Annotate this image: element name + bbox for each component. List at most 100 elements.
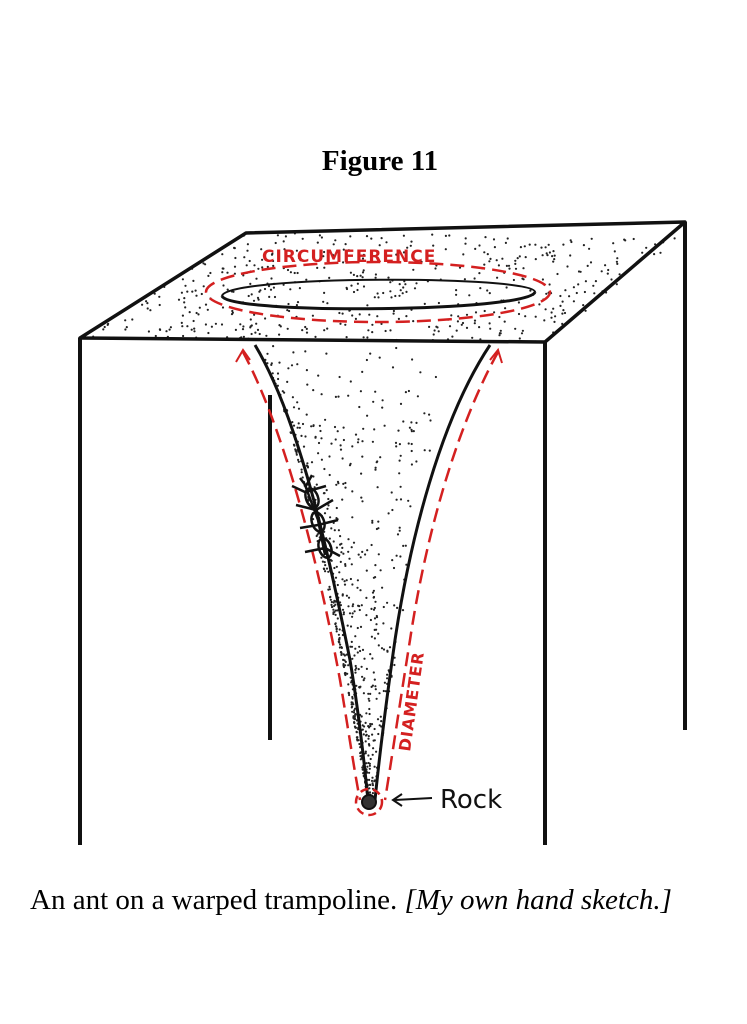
stipple-dot: [372, 739, 375, 742]
stipple-dot: [615, 283, 618, 286]
stipple-dot: [314, 435, 317, 438]
stipple-dot: [242, 274, 245, 277]
stipple-dot: [514, 259, 517, 262]
stipple-dot: [514, 327, 517, 330]
stipple-dot: [347, 249, 350, 252]
stipple-dot: [399, 289, 402, 292]
stipple-dot: [365, 596, 368, 600]
stipple-dot: [339, 643, 342, 646]
stipple-dot: [348, 557, 351, 560]
stipple-dot: [375, 623, 378, 626]
stipple-dot: [253, 264, 256, 267]
stipple-dot: [301, 329, 304, 332]
stipple-dot: [398, 459, 401, 462]
stipple-dot: [381, 406, 384, 409]
stipple-dot: [326, 507, 329, 510]
stipple-dot: [356, 288, 359, 292]
stipple-dot: [296, 301, 300, 304]
stipple-dot: [362, 269, 365, 272]
stipple-dot: [497, 264, 500, 267]
stipple-dot: [524, 256, 527, 259]
stipple-dot: [339, 604, 342, 607]
stipple-dot: [562, 243, 565, 246]
stipple-dot: [256, 296, 260, 299]
stipple-dot: [365, 358, 368, 362]
stipple-dot: [351, 710, 354, 713]
stipple-dot: [425, 257, 428, 260]
stipple-dot: [261, 266, 264, 269]
stipple-dot: [242, 325, 245, 328]
stipple-dot: [361, 648, 365, 652]
stipple-dot: [465, 326, 469, 329]
stipple-dot: [423, 449, 426, 452]
stipple-dot: [283, 391, 286, 394]
stipple-dot: [372, 595, 376, 599]
stipple-dot: [333, 604, 336, 608]
stipple-dot: [559, 304, 562, 307]
stipple-dot: [543, 319, 546, 322]
stipple-dot: [391, 366, 395, 369]
stipple-dot: [269, 288, 273, 291]
stipple-dot: [335, 628, 338, 631]
stipple-dot: [318, 234, 321, 237]
stipple-dot: [268, 295, 271, 298]
stipple-dot: [386, 649, 389, 652]
stipple-dot: [478, 272, 481, 275]
stipple-dot: [423, 412, 426, 415]
stipple-dot: [519, 246, 523, 249]
stipple-dot: [342, 663, 345, 666]
stipple-dot: [352, 273, 355, 276]
stipple-dot: [169, 326, 172, 329]
stipple-dot: [370, 635, 373, 638]
stipple-dot: [342, 664, 345, 667]
stipple-dot: [352, 711, 356, 714]
stipple-dot: [361, 550, 364, 554]
stipple-dot: [310, 461, 314, 464]
stipple-dot: [673, 237, 676, 240]
stipple-dot: [270, 277, 273, 280]
stipple-dot: [292, 406, 296, 409]
stipple-dot: [538, 303, 541, 306]
stipple-dot: [103, 325, 106, 329]
stipple-dot: [317, 452, 320, 455]
stipple-dot: [357, 739, 360, 742]
stipple-dot: [344, 672, 347, 675]
stipple-dot: [315, 483, 318, 486]
stipple-dot: [373, 296, 376, 299]
stipple-dot: [329, 516, 332, 519]
stipple-dot: [382, 622, 385, 625]
stipple-dot: [283, 248, 286, 251]
stipple-dot: [364, 553, 367, 556]
stipple-dot: [131, 318, 134, 321]
stipple-dot: [191, 290, 194, 293]
stipple-dot: [517, 312, 521, 316]
stipple-dot: [590, 237, 593, 240]
stipple-dot: [653, 253, 656, 256]
stipple-dot: [277, 377, 280, 381]
stipple-dot: [607, 268, 610, 272]
stipple-dot: [367, 692, 370, 695]
stipple-dot: [327, 504, 330, 507]
stipple-dot: [508, 267, 511, 270]
stipple-dot: [387, 276, 390, 279]
stipple-dot: [378, 692, 381, 695]
stipple-dot: [321, 560, 324, 563]
stipple-dot: [325, 567, 329, 570]
stipple-dot: [265, 334, 268, 337]
stipple-dot: [374, 564, 377, 567]
stipple-dot: [353, 721, 356, 724]
stipple-dot: [335, 506, 338, 510]
stipple-dot: [328, 585, 331, 589]
stipple-dot: [182, 334, 185, 338]
stipple-dot: [353, 709, 356, 712]
stipple-dot: [370, 237, 373, 240]
stipple-dot: [553, 258, 556, 261]
stipple-dot: [483, 263, 486, 266]
stipple-dot: [383, 424, 386, 427]
stipple-dot: [350, 703, 353, 706]
stipple-dot: [305, 331, 309, 334]
stipple-dot: [618, 273, 621, 276]
rock-label: Rock: [440, 785, 502, 815]
stipple-dot: [398, 526, 401, 529]
stipple-dot: [333, 566, 336, 570]
